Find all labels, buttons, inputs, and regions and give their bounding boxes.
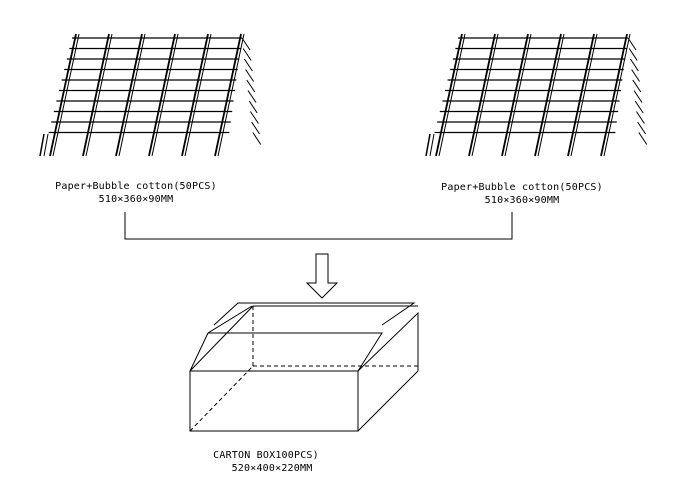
down-arrow-icon xyxy=(305,253,339,299)
bubble-tray-right xyxy=(425,33,648,157)
bubble-tray-left xyxy=(39,33,262,157)
pack-right-name: Paper+Bubble cotton(50PCS) xyxy=(441,182,603,193)
carton-name: CARTON BOX100PCS) xyxy=(213,450,319,461)
pack-right-size: 510×360×90MM xyxy=(484,195,560,206)
pack-left-name: Paper+Bubble cotton(50PCS) xyxy=(55,181,217,192)
carton-size: 520×400×220MM xyxy=(231,463,313,474)
carton-box xyxy=(189,302,419,432)
merge-bracket xyxy=(124,212,513,240)
pack-left-size: 510×360×90MM xyxy=(98,194,174,205)
